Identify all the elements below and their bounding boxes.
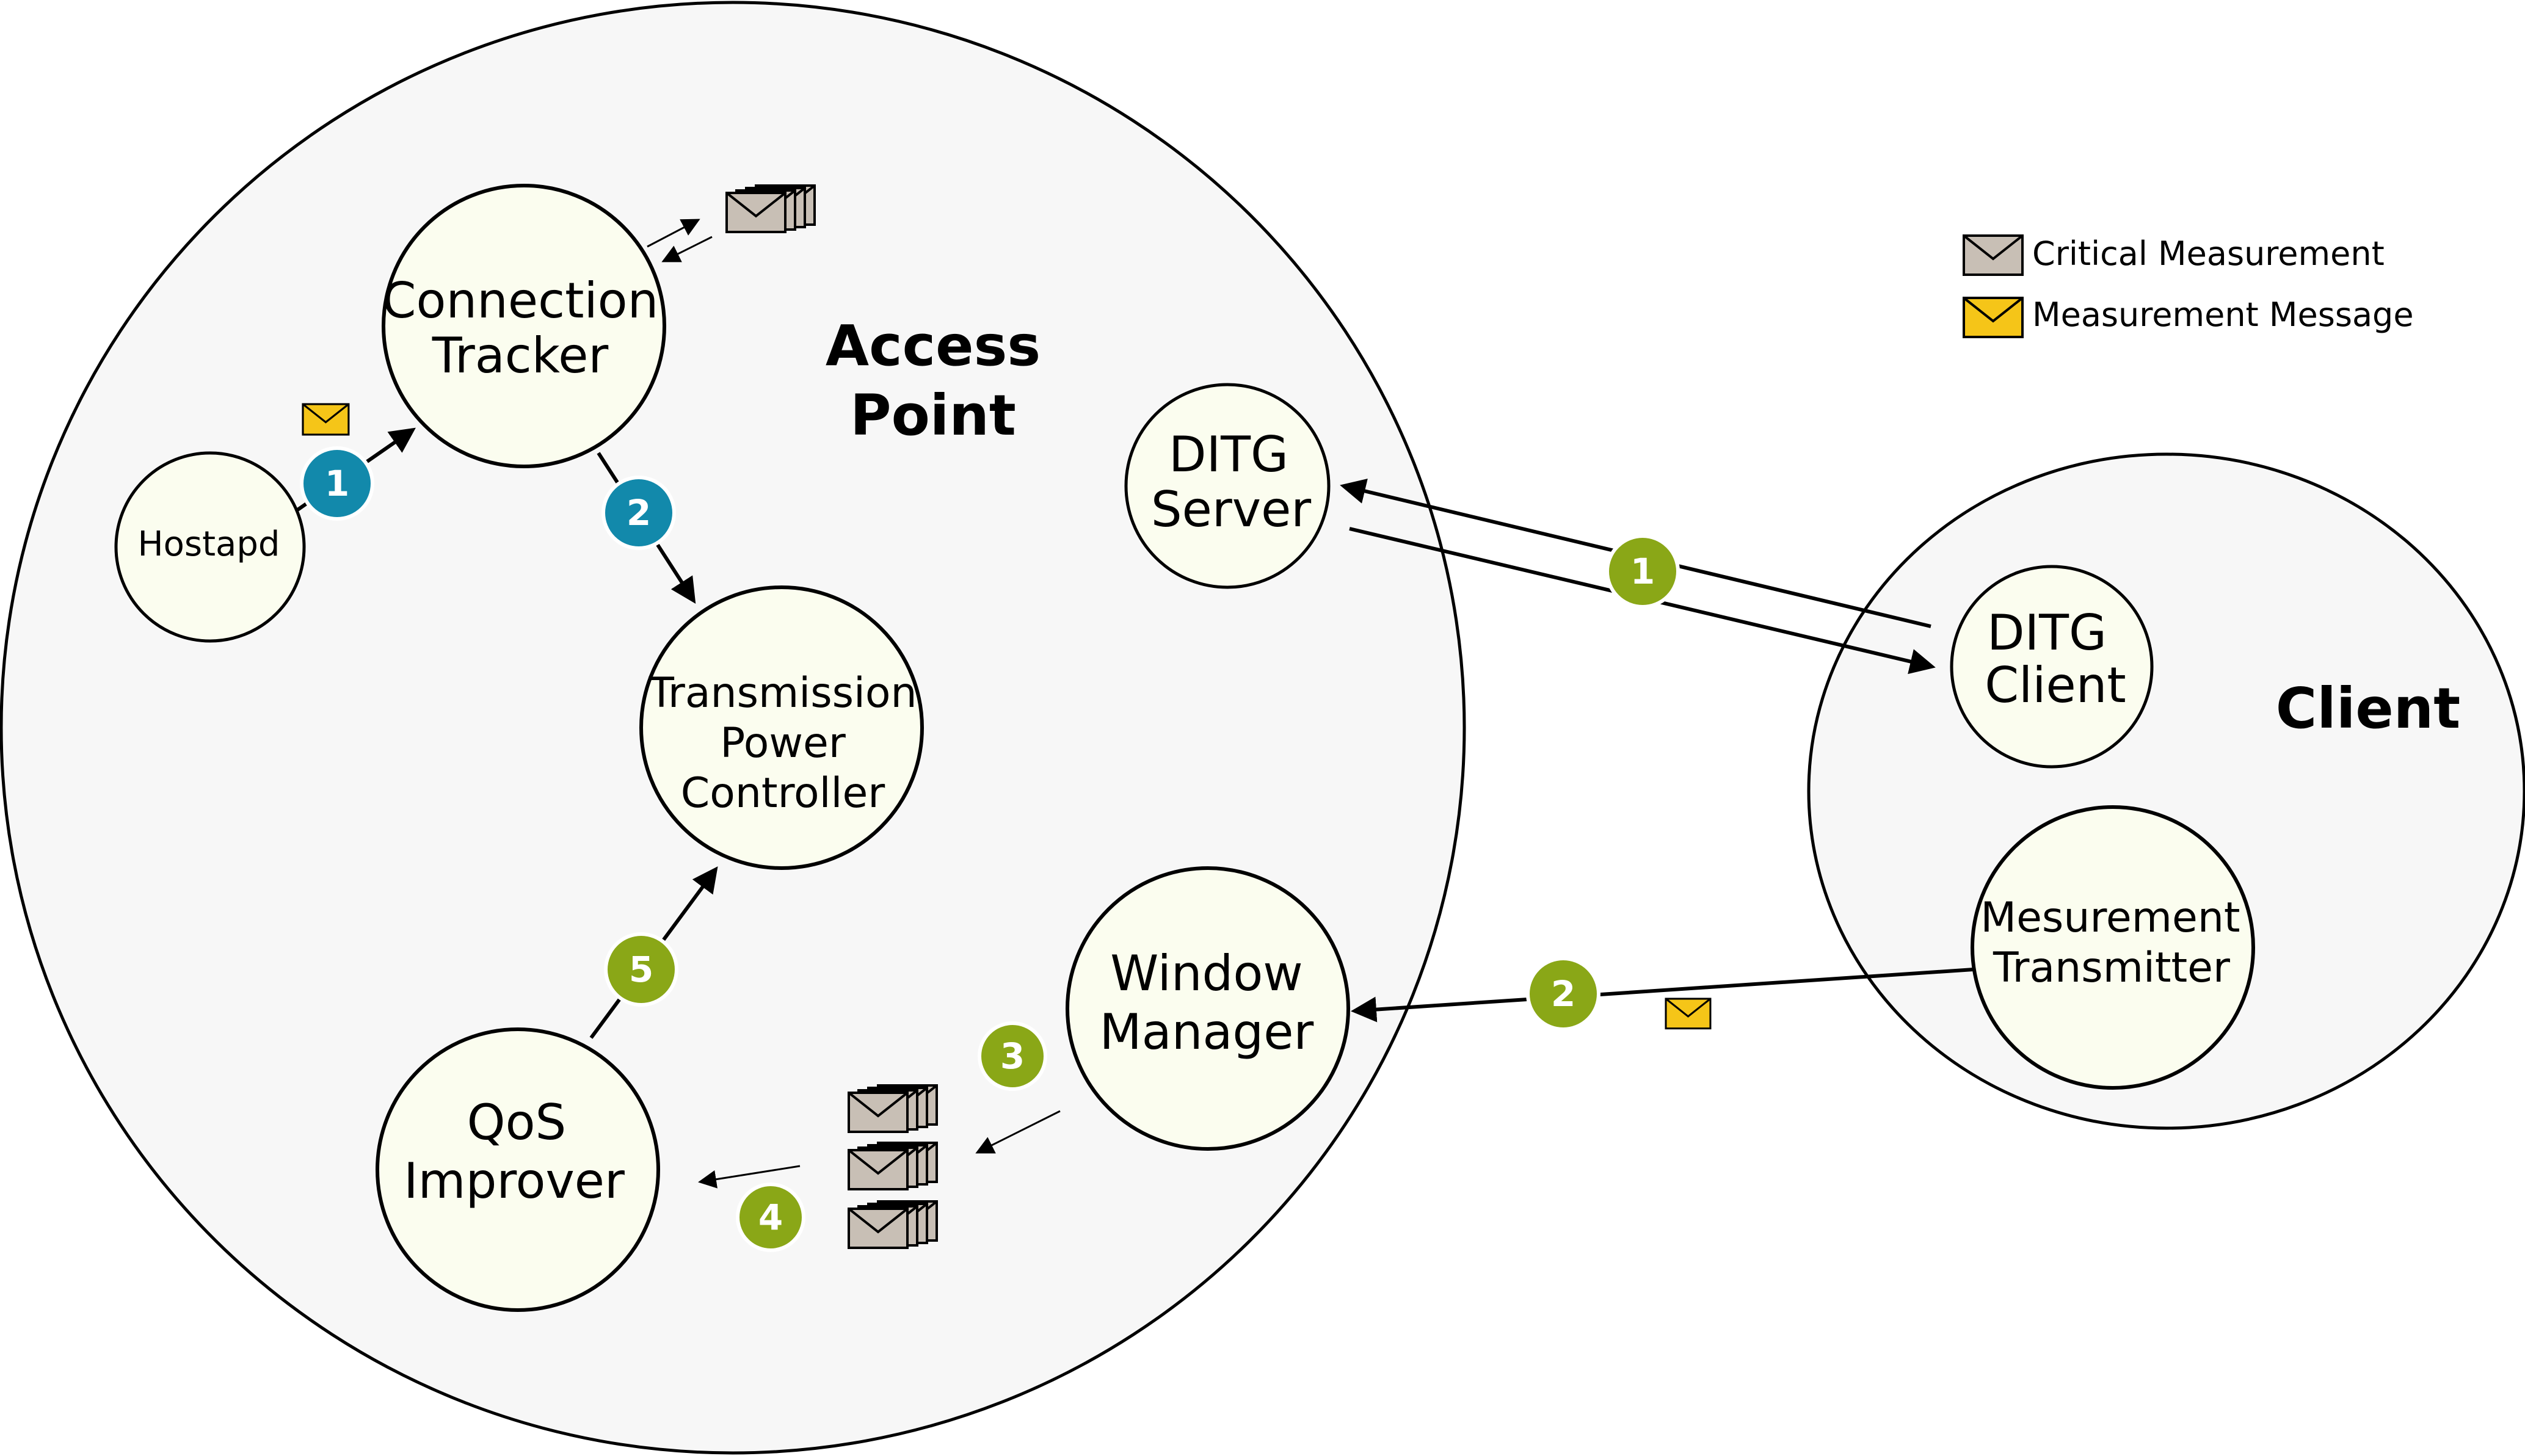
arrow-tracker-to-storage bbox=[647, 219, 700, 248]
ditg-server-node[interactable]: DITG Server bbox=[1124, 383, 1331, 589]
window-manager-line1: Window bbox=[1110, 945, 1302, 1002]
ditg-client-line2: Client bbox=[1985, 657, 2126, 714]
measurement-transmitter-line2: Transmitter bbox=[1993, 944, 2230, 992]
ditg-server-line2: Server bbox=[1151, 481, 1311, 538]
tpc-line2: Power bbox=[720, 719, 846, 767]
critical-measurement-stack-3 bbox=[849, 1201, 937, 1248]
qos-improver-node[interactable]: QoS Improver bbox=[376, 1027, 660, 1312]
badge-green-2: 2 bbox=[1526, 957, 1600, 1031]
connection-tracker-line2: Tracker bbox=[432, 327, 609, 384]
badge-green-4: 4 bbox=[736, 1183, 805, 1252]
badge-blue-1: 1 bbox=[300, 446, 374, 521]
badge-green-3: 3 bbox=[978, 1021, 1047, 1091]
legend: Critical Measurement Measurement Message bbox=[1963, 234, 2414, 338]
connection-tracker-line1: Connection bbox=[382, 272, 659, 329]
ditg-client-line1: DITG bbox=[1987, 604, 2107, 661]
arrow-storage-to-tracker bbox=[661, 236, 713, 263]
access-point-label-line1: Access bbox=[826, 313, 1041, 378]
legend-critical-envelope-icon bbox=[1963, 234, 2024, 276]
hostapd-label: Hostapd bbox=[138, 524, 280, 564]
badge-green-1: 1 bbox=[1605, 534, 1680, 609]
critical-measurement-stack-2 bbox=[849, 1143, 937, 1189]
transmission-power-controller-node[interactable]: Transmission Power Controller bbox=[639, 585, 924, 870]
svg-text:5: 5 bbox=[629, 949, 653, 990]
ditg-client-node[interactable]: DITG Client bbox=[1950, 565, 2154, 769]
legend-message-label: Measurement Message bbox=[2032, 295, 2414, 334]
ditg-server-line1: DITG bbox=[1169, 426, 1288, 483]
measurement-message-envelope-hostapd bbox=[302, 403, 350, 436]
connection-tracker-node[interactable]: Connection Tracker bbox=[382, 184, 666, 468]
critical-measurement-stack-tracker bbox=[727, 186, 815, 232]
measurement-transmitter-node[interactable]: Mesurement Transmitter bbox=[1971, 805, 2255, 1090]
svg-text:4: 4 bbox=[758, 1197, 783, 1238]
window-manager-line2: Manager bbox=[1100, 1004, 1314, 1060]
svg-text:3: 3 bbox=[1000, 1035, 1025, 1077]
tpc-line1: Transmission bbox=[648, 669, 917, 717]
arrow-transmitter-to-wm bbox=[1351, 968, 1974, 1023]
tpc-line3: Controller bbox=[681, 769, 885, 817]
svg-text:2: 2 bbox=[1551, 973, 1575, 1015]
legend-critical-label: Critical Measurement bbox=[2032, 234, 2385, 273]
window-manager-node[interactable]: Window Manager bbox=[1066, 866, 1350, 1151]
measurement-transmitter-line1: Mesurement bbox=[1980, 894, 2240, 942]
access-point-label-line2: Point bbox=[850, 383, 1016, 448]
client-label: Client bbox=[2276, 676, 2460, 741]
hostapd-node[interactable]: Hostapd bbox=[114, 451, 306, 643]
measurement-message-envelope-client bbox=[1665, 998, 1712, 1030]
qos-improver-line1: QoS bbox=[467, 1094, 567, 1151]
svg-text:1: 1 bbox=[1630, 551, 1655, 592]
svg-text:2: 2 bbox=[627, 492, 651, 534]
legend-message-envelope-icon bbox=[1963, 297, 2024, 338]
qos-improver-line2: Improver bbox=[404, 1153, 625, 1209]
critical-measurement-stack-1 bbox=[849, 1085, 937, 1132]
svg-text:1: 1 bbox=[325, 463, 349, 504]
arrow-wm-to-storage bbox=[975, 1110, 1061, 1154]
badge-green-5: 5 bbox=[604, 932, 678, 1007]
arrow-storage-to-qos bbox=[698, 1165, 801, 1189]
badge-blue-2: 2 bbox=[601, 476, 676, 550]
